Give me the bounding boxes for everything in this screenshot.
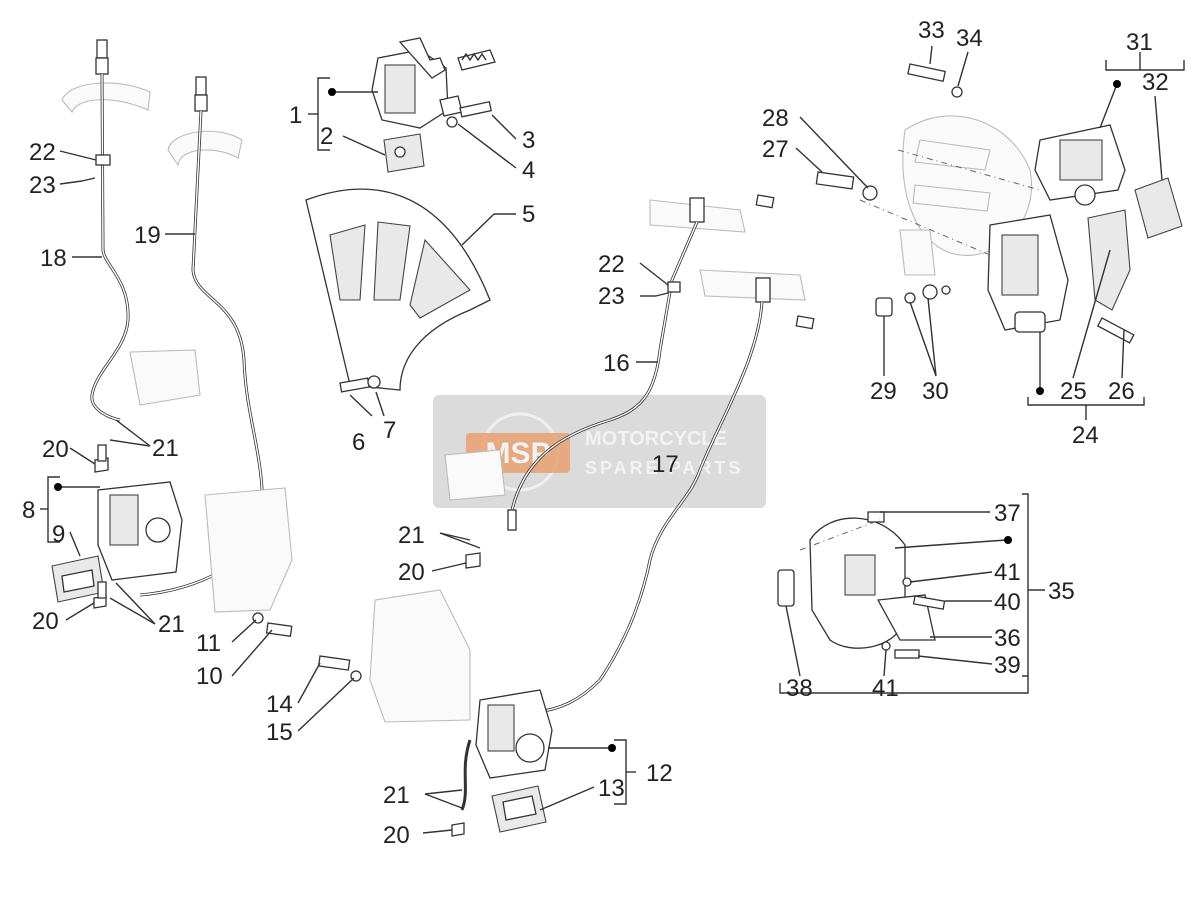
label-25: 25: [1060, 378, 1087, 405]
label-23b: 23: [598, 283, 625, 310]
label-20d: 20: [383, 822, 410, 849]
label-8: 8: [22, 497, 35, 524]
label-22b: 22: [598, 251, 625, 278]
label-24: 24: [1072, 422, 1099, 449]
label-22a: 22: [29, 139, 56, 166]
label-32: 32: [1142, 69, 1169, 96]
label-14: 14: [266, 691, 293, 718]
leader-lines: [40, 45, 1185, 834]
label-21c: 21: [398, 522, 425, 549]
label-35: 35: [1048, 578, 1075, 605]
label-39: 39: [994, 652, 1021, 679]
label-26: 26: [1108, 378, 1135, 405]
label-15: 15: [266, 719, 293, 746]
label-5: 5: [522, 201, 535, 228]
label-33: 33: [918, 17, 945, 44]
rear-caliper-assembly: [815, 63, 1183, 344]
label-41b: 41: [872, 675, 899, 702]
label-37: 37: [994, 500, 1021, 527]
label-20a: 20: [42, 436, 69, 463]
label-31: 31: [1126, 29, 1153, 56]
label-34: 34: [956, 25, 983, 52]
label-29: 29: [870, 378, 897, 405]
label-21a: 21: [152, 435, 179, 462]
label-10: 10: [196, 663, 223, 690]
label-16: 16: [603, 350, 630, 377]
label-6: 6: [352, 429, 365, 456]
label-36: 36: [994, 625, 1021, 652]
label-38: 38: [786, 675, 813, 702]
part-number-labels: 1 2 3 4 5 6 7 8 9 10 11 12 13 14 15 16 1…: [22, 17, 1169, 849]
label-27: 27: [762, 136, 789, 163]
label-17: 17: [652, 451, 679, 478]
parking-brake-assembly: [777, 511, 946, 659]
label-18: 18: [40, 245, 67, 272]
left-brake-assembly: [51, 39, 293, 637]
label-7: 7: [383, 417, 396, 444]
watermark-line1: MOTORCYCLE: [585, 428, 727, 450]
label-20c: 20: [398, 559, 425, 586]
label-40: 40: [994, 589, 1021, 616]
label-2: 2: [320, 123, 333, 150]
label-3: 3: [522, 127, 535, 154]
label-1: 1: [289, 102, 302, 129]
label-30: 30: [922, 378, 949, 405]
label-20b: 20: [32, 608, 59, 635]
center-top-assembly: [305, 37, 496, 393]
label-4: 4: [522, 157, 535, 184]
label-11: 11: [196, 630, 221, 657]
label-21d: 21: [383, 782, 410, 809]
center-brake-assembly: [317, 194, 815, 837]
label-9: 9: [52, 521, 65, 548]
label-12: 12: [646, 760, 673, 787]
label-21b: 21: [158, 611, 185, 638]
label-13: 13: [598, 775, 625, 802]
label-41a: 41: [994, 559, 1021, 586]
label-19: 19: [134, 222, 161, 249]
label-28: 28: [762, 105, 789, 132]
label-23a: 23: [29, 172, 56, 199]
